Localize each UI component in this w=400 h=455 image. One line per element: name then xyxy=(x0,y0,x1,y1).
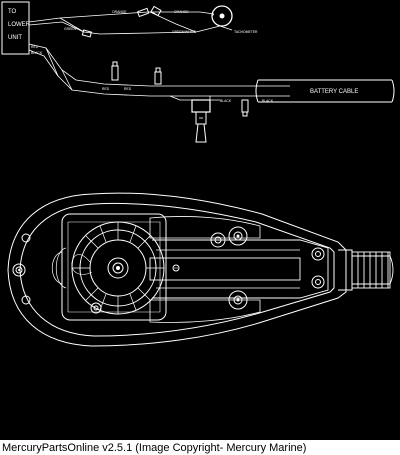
mount-boss-small-left-2 xyxy=(21,295,31,305)
connector-orange xyxy=(136,7,150,18)
wire-tachometer xyxy=(195,25,233,33)
label-green-white: GREEN/WHITE xyxy=(172,30,197,34)
mount-boss-small-left xyxy=(21,233,31,243)
threaded-shaft xyxy=(351,251,391,289)
label-black-lower-1: BLACK xyxy=(220,99,232,103)
connector-red-1 xyxy=(111,65,119,81)
mount-hole-left xyxy=(12,263,26,277)
breaker-switch xyxy=(191,99,211,113)
mount-boss-right-top xyxy=(311,247,325,261)
label-red: RED xyxy=(31,45,39,49)
tiller-channel xyxy=(152,239,329,299)
battery-cable-label: BATTERY CABLE xyxy=(310,89,358,95)
label-orange-2: ORANGE xyxy=(174,10,189,14)
lower-unit-label-line2: LOWER xyxy=(8,22,31,28)
housing-inner-shell xyxy=(19,202,335,337)
battery-cable xyxy=(258,79,392,103)
tiller-shaft xyxy=(149,257,301,281)
image-caption: MercuryPartsOnline v2.5.1 (Image Copyrig… xyxy=(0,441,400,455)
control-housing xyxy=(7,192,394,347)
wire-black-lower xyxy=(28,49,290,97)
connector-black-1 xyxy=(241,99,249,113)
fastener-top xyxy=(90,302,102,314)
wiring-diagram: TO LOWER UNIT ORANGE ORANGE xyxy=(1,1,395,143)
mount-boss-top-2 xyxy=(228,226,248,246)
wire-red-lower xyxy=(28,43,290,87)
wire-green-white xyxy=(149,11,197,33)
lower-unit-box xyxy=(1,1,30,55)
label-tachometer: TACHOMETER xyxy=(234,30,258,34)
lower-unit-label-line3: UNIT xyxy=(8,35,22,41)
label-black-lower-2: BLACK xyxy=(262,99,274,103)
label-green: GREEN xyxy=(64,27,77,31)
lower-unit-label-line1: TO xyxy=(8,9,17,15)
tachometer-connector-pin xyxy=(219,13,225,19)
connector-red-2 xyxy=(154,71,162,85)
collar xyxy=(338,249,353,291)
label-orange: ORANGE xyxy=(112,10,127,14)
internal-wire-loop xyxy=(51,247,67,289)
wire-orange xyxy=(28,11,215,23)
cover-plate-upper xyxy=(149,216,261,239)
wire-branch xyxy=(59,17,85,33)
connector-green xyxy=(81,29,92,38)
label-red-lower-2: RED xyxy=(124,87,132,91)
mount-boss-right-bottom xyxy=(311,275,325,289)
parts-diagram: TO LOWER UNIT ORANGE ORANGE xyxy=(0,0,400,440)
wire-green xyxy=(28,21,197,35)
label-red-lower-1: RED xyxy=(102,87,110,91)
housing-outer-shell xyxy=(7,192,347,347)
connector-orange-2 xyxy=(150,5,162,17)
cover-plate-lower xyxy=(149,299,261,323)
mount-boss-top-1 xyxy=(210,232,226,248)
steering-gear-hub xyxy=(107,257,129,279)
mount-boss-bottom xyxy=(228,290,248,310)
